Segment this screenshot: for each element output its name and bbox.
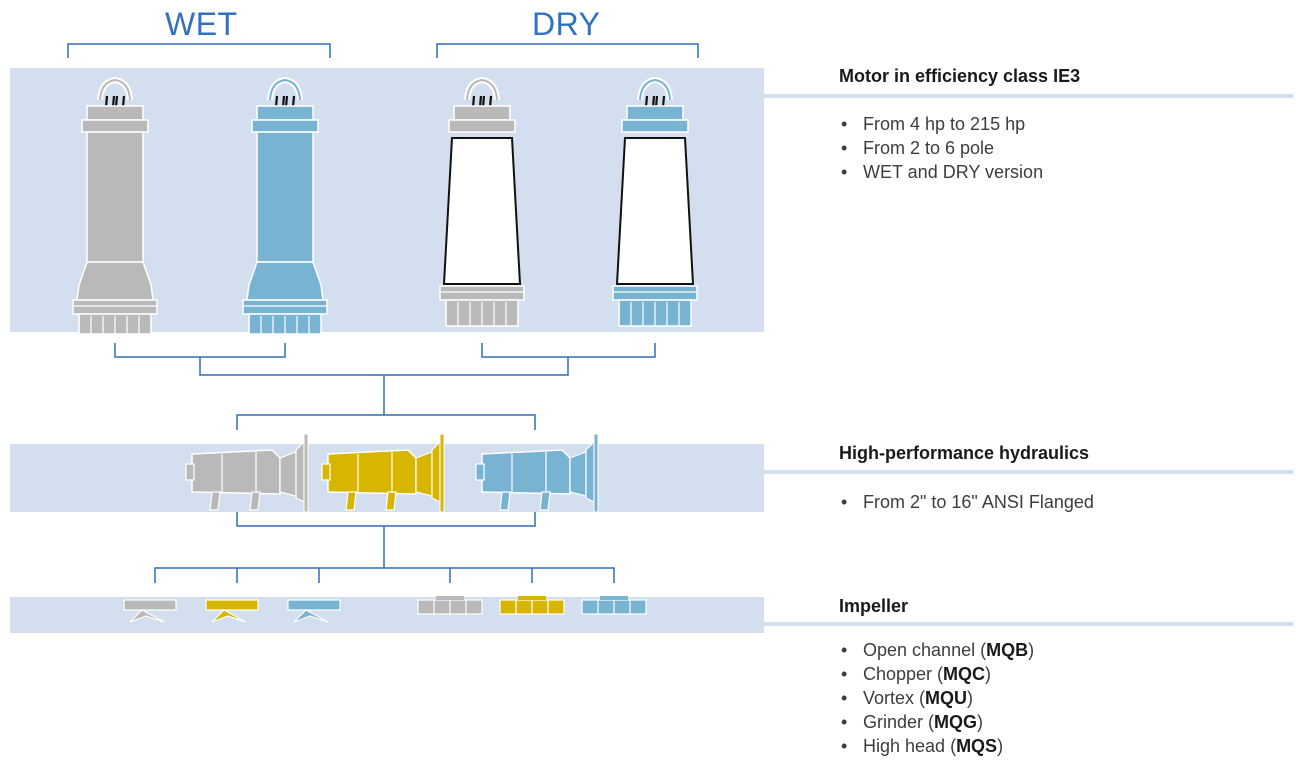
product-diagram [67,43,770,623]
dry-bracket [436,43,699,58]
impeller-rule [764,622,1293,626]
bullet-dot: • [841,138,848,158]
bullet-dot: • [841,114,848,134]
bullet-dot: • [841,664,848,684]
bullet-dot: • [841,712,848,732]
hydraulics-title: High-performance hydraulics [839,443,1090,463]
impeller-code: MQU [925,688,968,708]
list-item: •Grinder (MQG) [841,712,984,732]
connector-motor-join [199,357,569,376]
list-item: •From 2" to 16" ANSI Flanged [841,492,1094,512]
dry-label: DRY [532,6,601,42]
pump-blue [475,433,599,513]
impeller-bullets: •Open channel (MQB) •Chopper (MQC) •Vort… [839,638,1034,758]
list-item: •From 4 hp to 215 hp [841,114,1026,134]
pump-yellow [321,433,445,513]
impeller-code: MQB [986,640,1029,660]
list-item: •High head (MQS) [841,736,1004,756]
motor-bullets: •From 4 hp to 215 hp •From 2 to 6 pole •… [839,112,1043,184]
motor-wet-gray [73,80,157,334]
impeller-code: MQG [934,712,978,732]
impeller-gray-seg [417,595,483,615]
list-item: •Open channel (MQB) [841,640,1035,660]
bullet-dot: • [841,492,848,512]
hydraulics-bullets: •From 2" to 16" ANSI Flanged [839,490,1094,514]
wet-bracket [67,43,331,58]
connector-imp-left [154,567,320,583]
connector-imp-right [449,567,615,583]
list-item: •WET and DRY version [841,162,1044,182]
list-item: •Vortex (MQU) [841,688,974,708]
bullet-dot: • [841,640,848,660]
pump-gray [185,433,309,513]
impeller-yellow-blade [205,599,259,623]
motor-rule [764,94,1293,98]
motor-wet-blue [243,80,327,334]
bullet-dot: • [841,736,848,756]
bullet-dot: • [841,162,848,182]
impeller-gray-blade [123,599,177,623]
list-item: •Chopper (MQC) [841,664,992,684]
connector-hyd-top [236,414,536,430]
impeller-code: MQS [956,736,998,756]
bullet-dot: • [841,688,848,708]
impeller-blue-seg [581,595,647,615]
impeller-blue-blade [287,599,341,623]
motor-dry-blue [613,80,697,326]
connector-hyd-bottom [236,512,536,527]
impeller-yellow-seg [499,595,565,615]
connector-motor-wet [114,343,286,358]
wet-label: WET [165,6,238,42]
impeller-title: Impeller [839,596,909,616]
hydraulics-rule [764,470,1293,474]
motor-dry-gray [440,80,524,326]
list-item: •From 2 to 6 pole [841,138,995,158]
impeller-code: MQC [943,664,986,684]
motor-title: Motor in efficiency class IE3 [839,66,1081,86]
connector-motor-dry [481,343,656,358]
